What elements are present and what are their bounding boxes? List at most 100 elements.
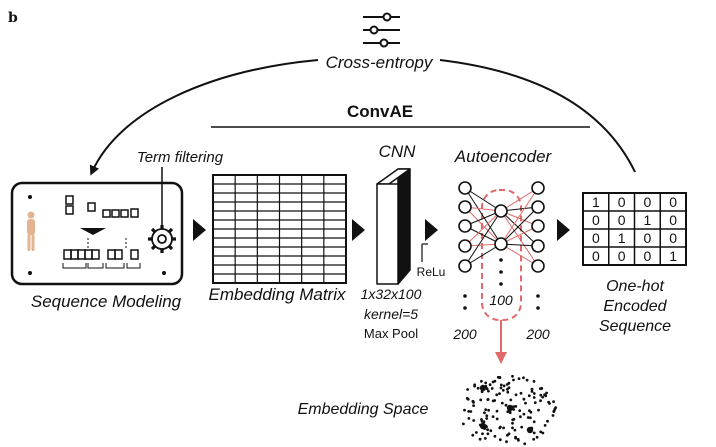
- embedding-point: [480, 379, 483, 383]
- cnn-title: CNN: [379, 142, 417, 161]
- ellipsis-dot: [536, 294, 540, 298]
- embedding-point: [507, 381, 511, 385]
- hidden-node: [494, 237, 508, 251]
- embedding-point: [498, 376, 502, 379]
- embedding-point: [545, 391, 548, 395]
- embedding-point: [519, 415, 522, 419]
- autoencoder-edge: [500, 210, 539, 247]
- embedding-matrix-label: Embedding Matrix: [208, 285, 346, 304]
- convae-title: ConvAE: [347, 102, 413, 121]
- embedding-point: [539, 399, 542, 403]
- embedding-space-scatter: [462, 374, 557, 446]
- embedding-point: [532, 420, 536, 424]
- embedding-point: [511, 374, 514, 378]
- sequence-modeling-box: [10, 181, 184, 286]
- flow-arrow-4: [557, 219, 570, 241]
- embedding-point: [539, 393, 543, 397]
- cnn-param-1: kernel=5: [364, 306, 418, 322]
- output-node: [531, 239, 545, 253]
- embedding-point: [529, 410, 533, 414]
- embedding-point: [525, 378, 529, 382]
- onehot-cell: 0: [643, 194, 651, 210]
- onehot-cell: 0: [592, 248, 600, 264]
- embedding-point: [530, 390, 534, 393]
- embedding-point: [501, 388, 505, 392]
- embedding-point: [533, 401, 537, 404]
- onehot-cell: 0: [618, 248, 626, 264]
- onehot-cell: 0: [643, 248, 651, 264]
- embedding-point: [506, 387, 509, 391]
- embedding-point: [485, 414, 489, 418]
- embedding-point-large: [526, 426, 534, 434]
- embedding-point: [529, 416, 532, 420]
- onehot-cell: 0: [592, 230, 600, 246]
- embedding-matrix-grid: [212, 174, 347, 284]
- embedding-point: [486, 398, 490, 401]
- onehot-cell: 1: [618, 230, 626, 246]
- autoencoder-edge: [500, 187, 539, 212]
- panel-label: b: [8, 10, 18, 26]
- onehot-cell: 0: [669, 194, 677, 210]
- embedding-point: [490, 387, 494, 390]
- embedding-point: [524, 401, 527, 405]
- embedding-point-large: [479, 384, 487, 392]
- input-node: [458, 219, 472, 233]
- embedding-point: [476, 386, 480, 390]
- onehot-cell: 0: [669, 212, 677, 228]
- embedding-point: [493, 379, 497, 383]
- embedding-point: [502, 384, 506, 388]
- embedding-point: [469, 410, 473, 413]
- embedding-point: [472, 404, 475, 407]
- embedding-point: [502, 426, 505, 430]
- embedding-point: [522, 376, 525, 380]
- embedding-point: [539, 430, 543, 434]
- embedding-point: [483, 437, 487, 440]
- flow-arrow-1: [193, 219, 206, 241]
- embedding-point: [537, 408, 540, 412]
- embedding-point: [514, 405, 518, 408]
- output-node: [531, 259, 545, 273]
- embedding-point: [516, 437, 520, 441]
- embedding-point: [485, 417, 489, 420]
- autoencoder-edge: [464, 187, 502, 212]
- embedding-point: [491, 415, 495, 418]
- onehot-cell: 0: [592, 212, 600, 228]
- embedding-point: [495, 393, 499, 397]
- embedding-point: [498, 392, 501, 395]
- embedding-point: [505, 440, 508, 444]
- embedding-point: [484, 408, 488, 411]
- embedding-point: [504, 403, 508, 407]
- embedding-point: [512, 378, 515, 382]
- embedding-point-large: [479, 422, 487, 430]
- embedding-point: [514, 393, 518, 397]
- hidden-node: [494, 204, 508, 218]
- output-node: [531, 200, 545, 214]
- autoencoder-edge: [500, 210, 539, 267]
- embedding-point: [520, 425, 524, 429]
- embedding-point: [532, 396, 536, 399]
- embedding-point: [539, 387, 542, 390]
- embedding-point-large: [506, 404, 514, 412]
- term-filtering-label: Term filtering: [137, 149, 224, 166]
- onehot-cell: 0: [618, 212, 626, 228]
- embedding-point: [551, 414, 555, 417]
- embedding-point: [552, 410, 556, 413]
- cross-entropy-label: Cross-entropy: [326, 53, 434, 72]
- onehot-label-line-3: Sequence: [599, 318, 671, 335]
- autoencoder-edges: [464, 187, 539, 267]
- input-node: [458, 239, 472, 253]
- embedding-point: [467, 410, 471, 413]
- autoencoder-title: Autoencoder: [454, 147, 553, 166]
- embedding-point: [484, 381, 488, 385]
- ellipsis-dot: [499, 258, 503, 262]
- autoencoder-edge: [464, 187, 502, 245]
- embedding-point: [511, 418, 515, 422]
- embedding-point: [471, 433, 475, 437]
- embedding-point: [498, 438, 502, 442]
- embedding-point: [475, 431, 478, 434]
- embedding-point: [541, 395, 545, 399]
- embedding-point: [509, 398, 513, 402]
- embedding-point: [483, 411, 486, 415]
- embedding-point: [532, 437, 536, 441]
